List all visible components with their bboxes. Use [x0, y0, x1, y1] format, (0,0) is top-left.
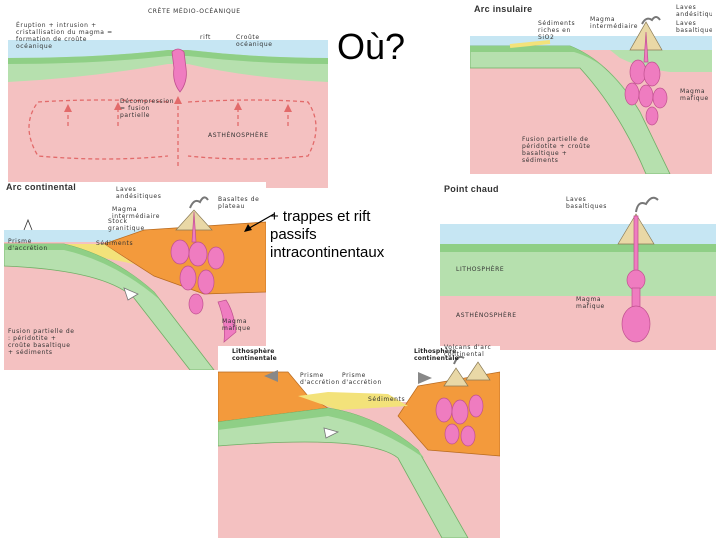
- collision-diagram: Lithosphère continentale Lithosphère con…: [218, 346, 500, 538]
- slide-title: Où?: [337, 26, 405, 68]
- ridge-decompression-label: Décompression = fusion partielle: [120, 98, 180, 119]
- continental-arc-sediments-label: Sédiments: [96, 240, 133, 247]
- ridge-crust-label: Croûte océanique: [236, 34, 294, 48]
- island-arc-diagram: Arc insulaire Laves andésitiques Laves b…: [470, 2, 712, 174]
- island-arc-mafic-label: Magma mafique: [680, 88, 712, 102]
- island-arc-basaltic-label: Laves basaltiques: [676, 20, 712, 34]
- ridge-diagram: CRÊTE MÉDIO-OCÉANIQUE Éruption + intrusi…: [8, 6, 328, 188]
- collision-lith-left-label: Lithosphère continentale: [232, 348, 288, 362]
- continental-arc-andesitic-label: Laves andésitiques: [116, 186, 168, 200]
- continental-arc-title: Arc continental: [6, 182, 76, 192]
- annotation-line: intracontinentaux: [270, 244, 384, 262]
- annotation-line: + trappes et rift: [270, 208, 384, 226]
- island-arc-sediments-label: Sédiments riches en SiO2: [538, 20, 584, 41]
- annotation-line: passifs: [270, 226, 384, 244]
- hot-spot-lithosphere-label: LITHOSPHÈRE: [456, 266, 504, 273]
- collision-sediments-label: Sédiments: [368, 396, 405, 403]
- ridge-eruption-label: Éruption + intrusion + cristallisation d…: [16, 22, 116, 50]
- continental-arc-diagram: Arc continental Laves andésitiques Basal…: [4, 182, 266, 370]
- ridge-rift-label: rift: [200, 34, 211, 41]
- island-arc-andesitic-label: Laves andésitiques: [676, 4, 712, 18]
- hot-spot-title: Point chaud: [444, 184, 499, 194]
- continental-arc-melting-label: Fusion partielle de : péridotite + croût…: [8, 328, 76, 356]
- continental-arc-prism-label: Prisme d'accrétion: [8, 238, 54, 252]
- pointer-arrow: [240, 206, 280, 236]
- hot-spot-mafic-label: Magma mafique: [576, 296, 616, 310]
- annotation-text: + trappes et rift passifs intracontinent…: [270, 208, 384, 262]
- island-arc-title: Arc insulaire: [474, 4, 532, 14]
- hot-spot-asthenosphere-label: ASTHÉNOSPHÈRE: [456, 312, 517, 319]
- ridge-asthenosphere-label: ASTHÉNOSPHÈRE: [208, 132, 269, 139]
- collision-prism-left-label: Prisme d'accrétion: [300, 372, 340, 386]
- asthenosphere-layer: [8, 64, 328, 188]
- oceanic-crust: [440, 244, 716, 252]
- ridge-heading: CRÊTE MÉDIO-OCÉANIQUE: [148, 8, 241, 15]
- island-arc-melting-label: Fusion partielle de péridotite + croûte …: [522, 136, 602, 164]
- collision-volcano-label: Volcans d'arc continental: [444, 344, 496, 358]
- collision-prism-right-label: Prisme d'accrétion: [342, 372, 382, 386]
- island-arc-intermediate-label: Magma intermédiaire: [590, 16, 638, 30]
- continental-arc-mafic-label: Magma mafique: [222, 318, 262, 332]
- hot-spot-diagram: Point chaud Laves basaltiques LITHOSPHÈR…: [440, 184, 716, 350]
- hot-spot-basaltic-label: Laves basaltiques: [566, 196, 610, 210]
- continental-arc-stock-label: Stock granitique: [108, 218, 154, 232]
